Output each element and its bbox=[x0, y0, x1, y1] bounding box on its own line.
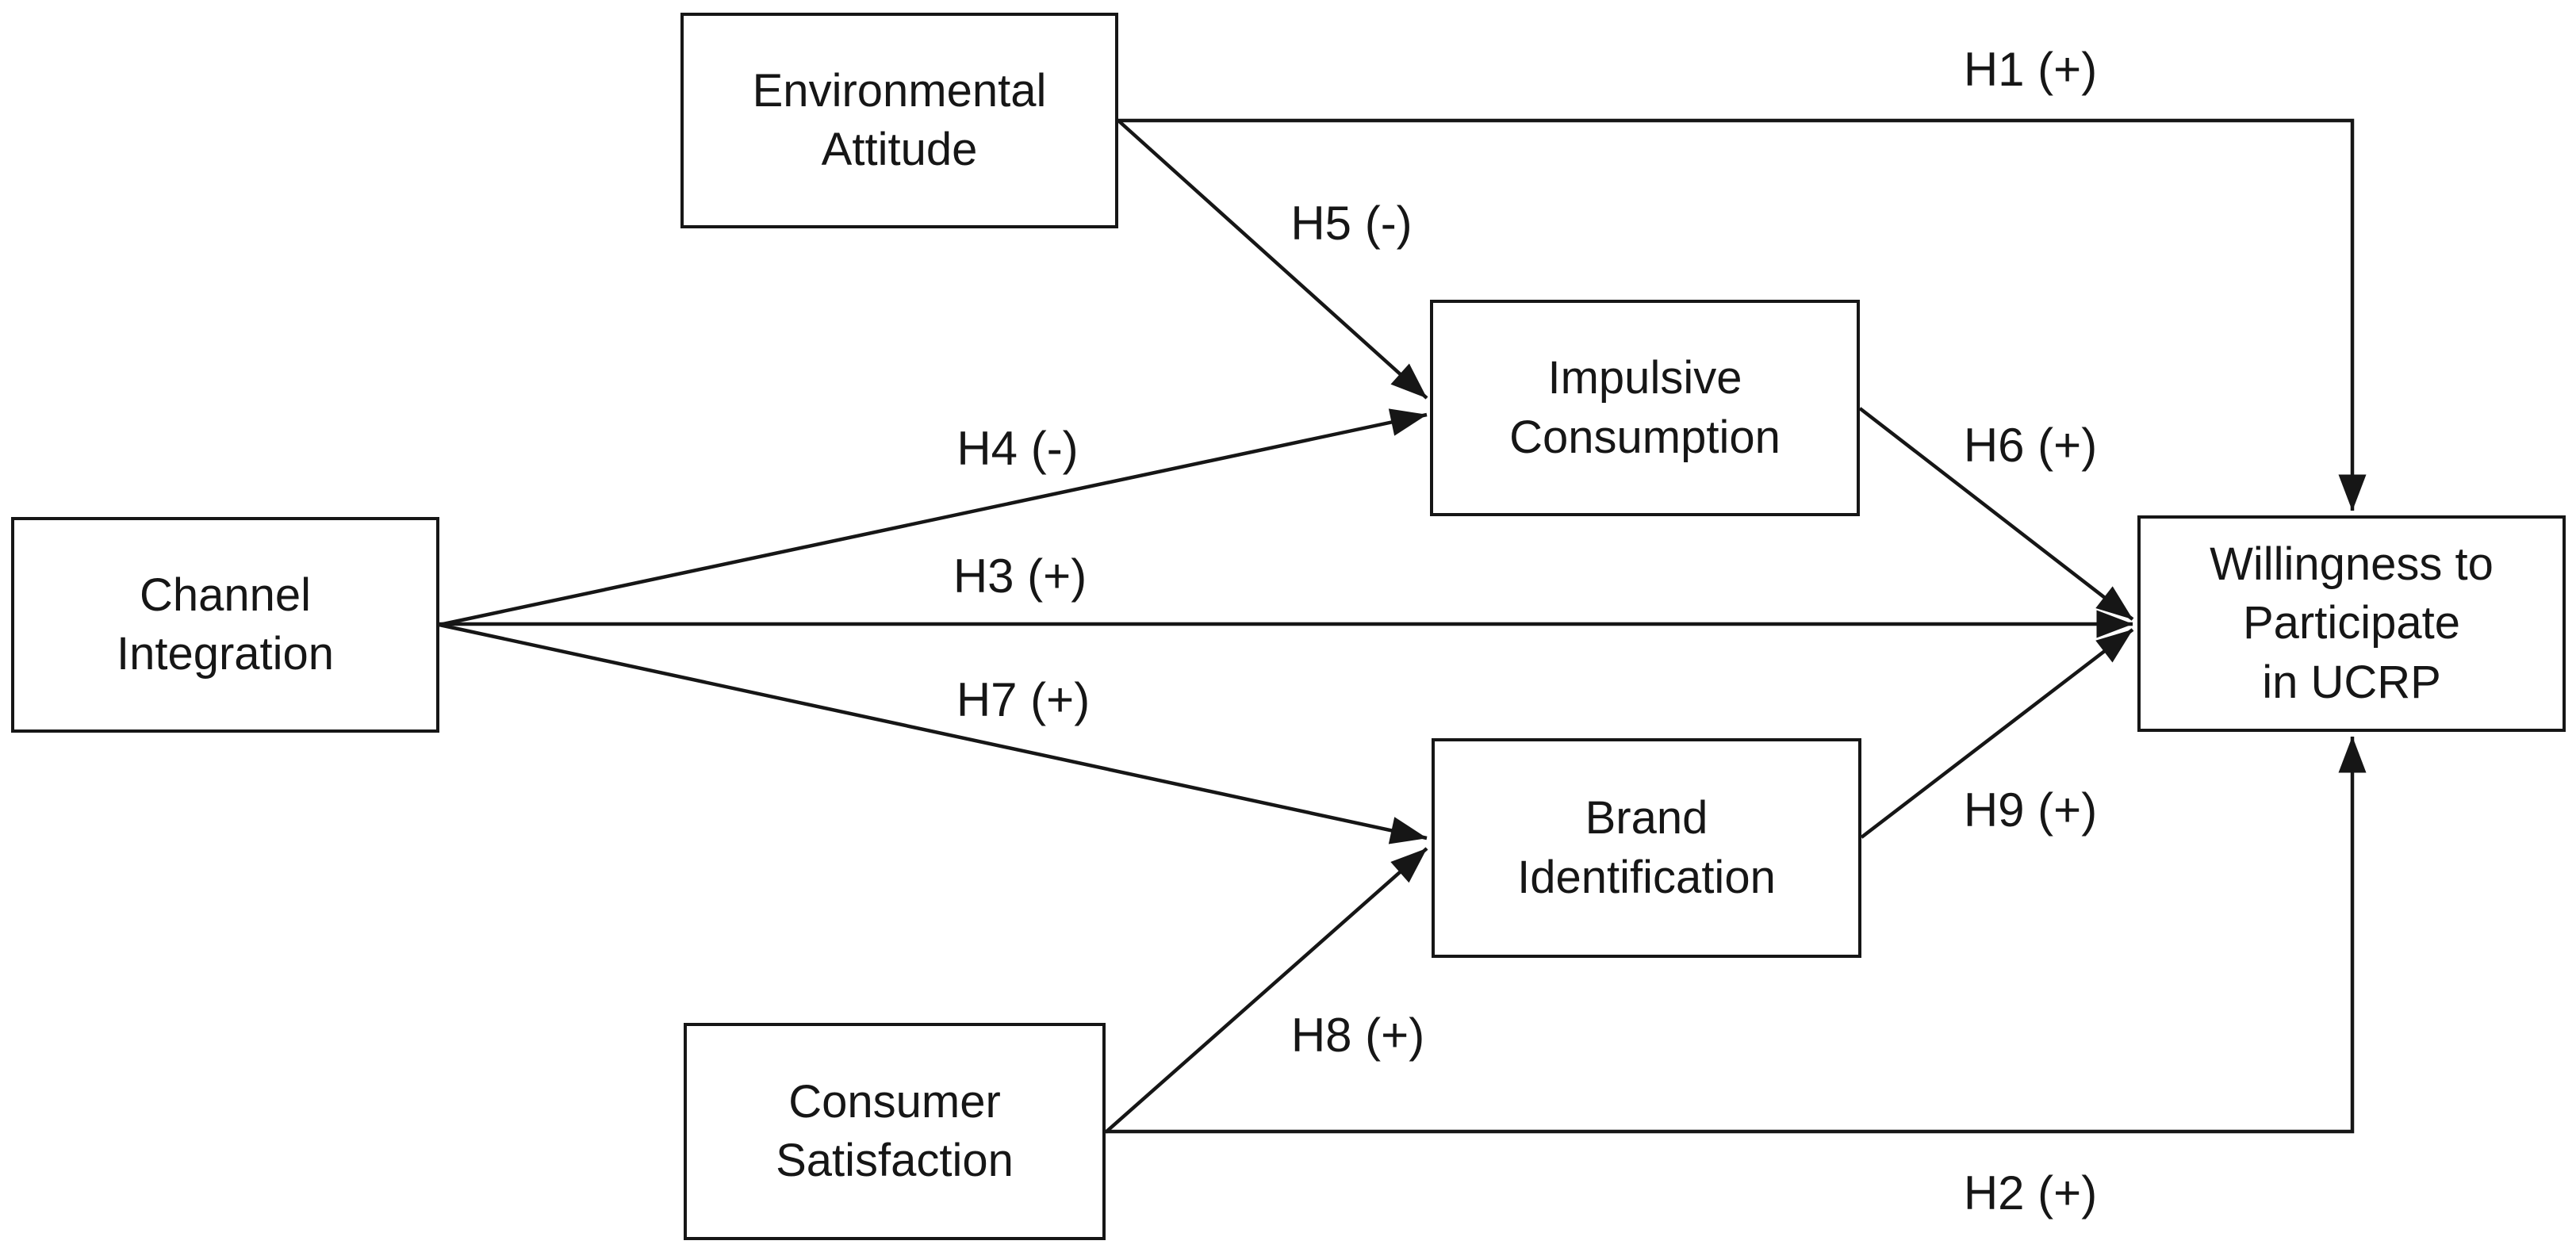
node-willingness-ucrp: Willingness to Participate in UCRP bbox=[2137, 515, 2566, 732]
node-impulsive-consumption: Impulsive Consumption bbox=[1430, 300, 1860, 516]
node-channel-integration-label: Channel Integration bbox=[116, 569, 335, 680]
label-h9: H9 (+) bbox=[1963, 783, 2098, 837]
label-h8: H8 (+) bbox=[1290, 1009, 1425, 1062]
label-h3: H3 (+) bbox=[953, 550, 1087, 603]
label-h1: H1 (+) bbox=[1963, 43, 2098, 96]
arrow-h1 bbox=[1118, 118, 2367, 511]
node-environmental-attitude: Environmental Attitude bbox=[680, 13, 1118, 228]
arrow-h2 bbox=[1106, 736, 2367, 1134]
node-consumer-satisfaction: Consumer Satisfaction bbox=[684, 1023, 1106, 1240]
node-consumer-satisfaction-label: Consumer Satisfaction bbox=[776, 1075, 1014, 1186]
arrow-h9 bbox=[1860, 628, 2134, 839]
arrow-h7 bbox=[439, 622, 1428, 844]
arrow-h6 bbox=[1858, 407, 2134, 621]
label-h6: H6 (+) bbox=[1963, 419, 2098, 472]
arrow-h4 bbox=[439, 408, 1428, 627]
node-brand-identification: Brand Identification bbox=[1432, 738, 1861, 958]
label-h5: H5 (-) bbox=[1290, 197, 1413, 250]
node-channel-integration: Channel Integration bbox=[11, 517, 439, 733]
node-willingness-ucrp-label: Willingness to Participate in UCRP bbox=[2210, 538, 2494, 708]
node-environmental-attitude-label: Environmental Attitude bbox=[752, 64, 1047, 175]
node-impulsive-consumption-label: Impulsive Consumption bbox=[1509, 352, 1781, 463]
label-h2: H2 (+) bbox=[1963, 1166, 2098, 1220]
arrow-h5 bbox=[1117, 119, 1428, 400]
arrow-h8 bbox=[1104, 847, 1428, 1134]
label-h7: H7 (+) bbox=[956, 673, 1091, 726]
label-h4: H4 (-) bbox=[956, 422, 1079, 475]
node-brand-identification-label: Brand Identification bbox=[1517, 792, 1776, 903]
